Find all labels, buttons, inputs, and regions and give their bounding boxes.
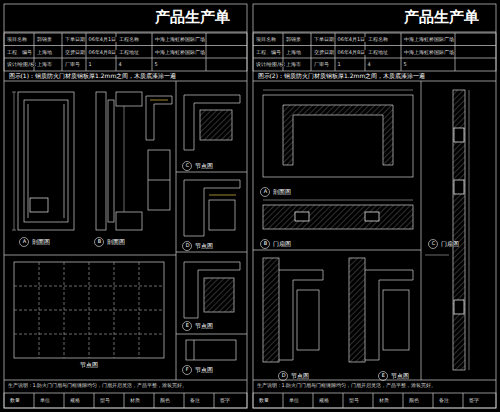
drawing-text: B xyxy=(263,241,267,246)
drawing-text: 项目名称 xyxy=(255,37,276,42)
drawing-text: 材质 xyxy=(378,398,389,403)
drawing-text: 图示(1)：钢质防火门材质钢板厚1.2mm之间，木质底漆涂一遍 xyxy=(8,73,177,79)
drawing-text: 06年4月8日 xyxy=(337,50,366,55)
sheet-title: 产品生产单 xyxy=(403,10,479,25)
drawing-text: 06年4月1日 xyxy=(88,37,117,42)
drawing-text: A xyxy=(22,239,26,244)
drawing-text: 单位 xyxy=(288,398,299,403)
drawing-text: 型号 xyxy=(99,398,110,403)
drawing-text: 交货日期 xyxy=(313,50,334,55)
drawing-text: 郭锦泉 xyxy=(285,37,301,42)
drawing-text: 上海地 xyxy=(285,50,301,55)
drawing-text: F xyxy=(185,367,189,372)
drawing-text: 1 xyxy=(88,62,92,67)
drawing-text: 节点图 xyxy=(194,163,213,169)
drawing-text: D xyxy=(185,243,190,248)
drawing-text: 中海上海虹桥国际广场 xyxy=(403,50,454,55)
drawing-text: 工程名称 xyxy=(118,37,139,42)
drawing-text: 数量 xyxy=(9,398,20,403)
drawing-text: 剖面图 xyxy=(31,239,50,245)
drawing-text: 材质 xyxy=(129,398,140,403)
drawing-text: 项目名称 xyxy=(6,37,27,42)
drawing-text: 中海上海虹桥国际广场 xyxy=(154,37,205,42)
drawing-text: 上海地 xyxy=(36,50,52,55)
drawing-text: 图示(2)：钢质防火门材质钢板厚1.2mm之间，木质底漆涂一遍 xyxy=(257,73,426,79)
drawing-text: 门扇图 xyxy=(440,241,459,247)
drawing-text: 节点图 xyxy=(194,323,213,329)
drawing-text: 4 xyxy=(118,62,122,67)
drawing-text: 节点图 xyxy=(390,373,409,379)
drawing-text: 郭锦泉 xyxy=(36,37,52,42)
drawing-text: 中海上海虹桥国际广场 xyxy=(403,37,454,42)
drawing-text: 厂审号 xyxy=(64,62,80,67)
drawing-text: 剖面图 xyxy=(106,239,125,245)
drawing-text: 06年4月8日 xyxy=(88,50,117,55)
drawing-text: 型号 xyxy=(348,398,359,403)
drawing-text: 规格 xyxy=(69,398,80,403)
drawing-text: 签字 xyxy=(468,398,479,403)
sheet-title: 产品生产单 xyxy=(154,10,230,25)
drawing-text: 5 xyxy=(154,62,158,67)
drawing-text: 数量 xyxy=(258,398,269,403)
drawing-text: 工程地址 xyxy=(367,50,388,55)
drawing-text: B xyxy=(97,239,101,244)
drawing-text: 节点图 xyxy=(194,367,213,373)
drawing-text: C xyxy=(185,163,190,168)
drawing-text: 4 xyxy=(367,62,371,67)
drawing-text: 生产说明：1.防火门门扇与门框缝隙均匀，门扇开启灵活，产品平整，涂装完好。 xyxy=(7,383,188,388)
drawing-text: 下单日期 xyxy=(64,37,85,42)
drawing-text: 生产说明：1.防火门门扇与门框缝隙均匀，门扇开启灵活，产品平整，涂装完好。 xyxy=(256,383,437,388)
drawing-text: 中海上海虹桥国际广场 xyxy=(154,50,205,55)
drawing-text: 上海市 xyxy=(36,62,52,67)
drawing-text: 厂审号 xyxy=(313,62,329,67)
drawing-text: 工程、编号 xyxy=(6,50,32,55)
drawing-text: 下单日期 xyxy=(313,37,334,42)
drawing-text: 备注 xyxy=(438,398,449,403)
drawing-text: 门扇图 xyxy=(272,241,291,247)
drawing-text: C xyxy=(431,241,436,246)
drawing-text: E xyxy=(185,323,189,328)
drawing-text: 工程、编号 xyxy=(255,50,281,55)
drawing-text: D xyxy=(281,373,286,378)
drawing-text: 剖面图 xyxy=(272,189,291,195)
drawing-text: E xyxy=(381,373,385,378)
drawing-text: 签字 xyxy=(219,398,230,403)
drawing-text: 交货日期 xyxy=(64,50,85,55)
drawing-text: 上海市 xyxy=(285,62,301,67)
drawing-text: 规格 xyxy=(318,398,329,403)
drawing-text: 颜色 xyxy=(159,398,170,403)
drawing-text: 1 xyxy=(337,62,341,67)
drawing-text: A xyxy=(263,189,267,194)
drawing-text: 单位 xyxy=(39,398,50,403)
drawing-text: 06年4月1日 xyxy=(337,37,366,42)
drawing-text: 5 xyxy=(403,62,407,67)
drawing-text: 节点图 xyxy=(194,243,213,249)
drawing-text: 工程地址 xyxy=(118,50,139,55)
drawing-text: 备注 xyxy=(189,398,200,403)
drawing-text: 工程名称 xyxy=(367,37,388,42)
drawing-text: 颜色 xyxy=(408,398,419,403)
drawing-text: 节点图 xyxy=(79,362,98,368)
drawing-text: 节点图 xyxy=(290,373,309,379)
